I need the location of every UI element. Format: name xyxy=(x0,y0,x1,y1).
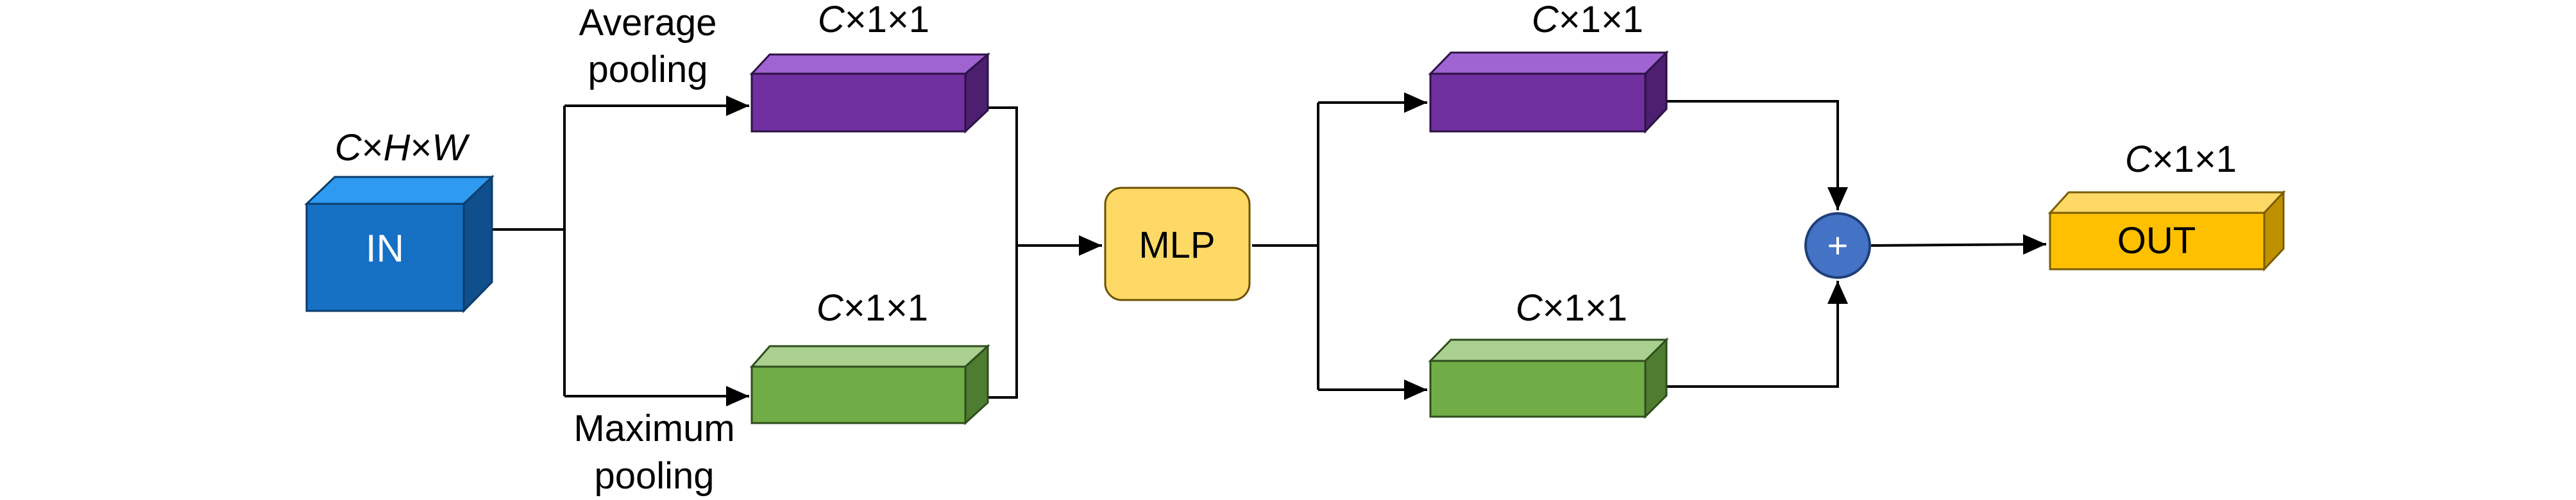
max-pool-block-top xyxy=(749,345,990,368)
mlp-top-block-top xyxy=(1428,51,1669,75)
max-pool-label-line1: Maximum xyxy=(573,408,734,449)
avg-pool-out-wire xyxy=(986,106,1018,246)
mlp-bottom-block-top xyxy=(1428,338,1669,362)
input-dimension-label: C×H×W xyxy=(335,127,471,169)
input-block: IN xyxy=(304,174,495,313)
bottom-feature-to-add-arrow xyxy=(1665,281,1848,388)
mlp-bottom-dimension-label: C×1×1 xyxy=(1516,287,1627,329)
avg-pool-feature-block xyxy=(749,52,991,134)
input-block-front xyxy=(305,203,465,312)
max-pool-label-line2: pooling xyxy=(594,455,714,497)
max-pool-feature-block xyxy=(749,344,990,426)
avg-pool-dimension-label: C×1×1 xyxy=(818,0,929,40)
max-pool-block-front xyxy=(750,365,967,424)
connectors xyxy=(490,92,2047,406)
avg-pool-label-line2: pooling xyxy=(588,49,708,90)
max-pool-dimension-label: C×1×1 xyxy=(817,287,928,329)
mlp-bottom-block-front xyxy=(1429,360,1647,418)
mlp-box xyxy=(1104,187,1251,301)
output-block-top xyxy=(2047,191,2286,214)
mlp-block: MLP xyxy=(1104,187,1251,301)
mlp-bottom-feature-block xyxy=(1428,337,1669,419)
avg-pool-block-top xyxy=(749,53,991,75)
mlp-top-dimension-label: C×1×1 xyxy=(1532,0,1643,40)
add-node: + xyxy=(1804,212,1871,279)
plus-icon: + xyxy=(1827,225,1849,265)
avg-pool-label-line1: Average xyxy=(579,2,717,44)
mlp-label: MLP xyxy=(1139,224,1215,266)
add-to-out-arrow xyxy=(1869,234,2047,255)
mlp-top-feature-block xyxy=(1428,50,1669,134)
output-dimension-label: C×1×1 xyxy=(2125,138,2237,180)
add-circle xyxy=(1804,212,1871,279)
input-block-top xyxy=(304,176,495,205)
input-label: IN xyxy=(366,227,404,270)
mlp-top-block-front xyxy=(1429,72,1647,133)
output-label: OUT xyxy=(2117,220,2196,262)
max-pool-out-wire xyxy=(986,246,1018,399)
avg-pool-block-front xyxy=(750,72,967,133)
top-feature-to-add-arrow xyxy=(1665,100,1848,210)
output-block: OUT xyxy=(2047,190,2286,272)
output-block-front xyxy=(2049,212,2266,271)
